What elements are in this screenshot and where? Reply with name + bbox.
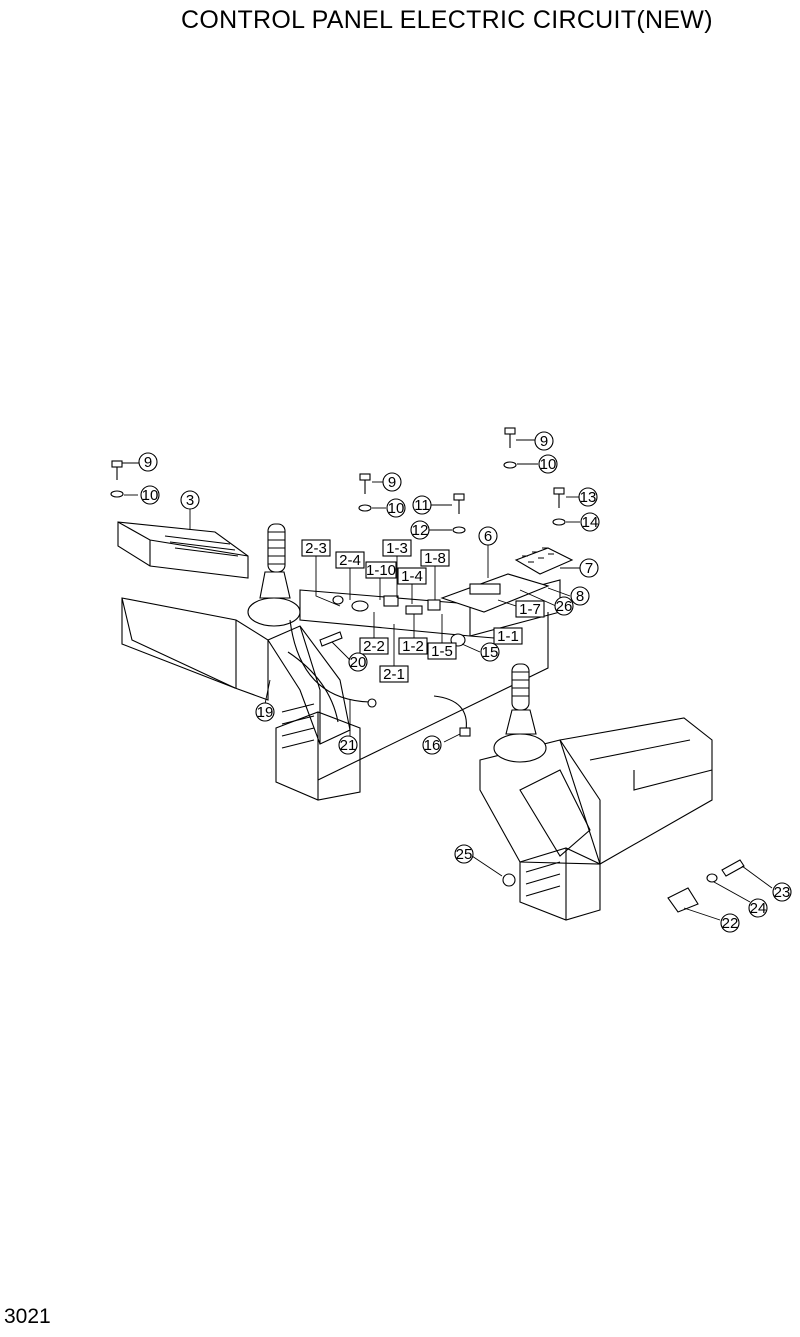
- callout-label: 1-7: [519, 601, 541, 618]
- callout-label: 15: [482, 644, 499, 661]
- callout-label: 1-3: [386, 540, 408, 557]
- callout-label: 25: [456, 846, 473, 863]
- callout-label: 6: [484, 528, 492, 545]
- callout-label: 1-8: [424, 550, 446, 567]
- callout-label: 2-3: [305, 540, 327, 557]
- callout-label: 20: [350, 654, 367, 671]
- callout-label: 3: [186, 492, 194, 509]
- callout-label: 1-5: [431, 643, 453, 660]
- callout-label: 12: [412, 522, 429, 539]
- callout-label: 24: [750, 900, 767, 917]
- callout-label: 9: [388, 474, 396, 491]
- callout-label: 10: [142, 487, 159, 504]
- callout-label: 1-2: [402, 638, 424, 655]
- callout-label: 23: [774, 884, 791, 901]
- callout-label: 10: [540, 456, 557, 473]
- callout-label: 9: [540, 433, 548, 450]
- callout-label: 1-10: [366, 562, 396, 579]
- callout-label: 19: [257, 704, 274, 721]
- page-number: 3021: [4, 1305, 51, 1328]
- callout-label: 7: [585, 560, 593, 577]
- callout-label: 21: [340, 737, 357, 754]
- callout-label: 14: [582, 514, 599, 531]
- callout-label: 13: [580, 489, 597, 506]
- diagram-title: CONTROL PANEL ELECTRIC CIRCUIT(NEW): [181, 6, 713, 34]
- callout-label: 9: [144, 454, 152, 471]
- callout-label: 1-4: [401, 568, 423, 585]
- callout-label: 2-4: [339, 552, 361, 569]
- callout-label: 11: [414, 497, 430, 514]
- panel-components-drawing: [110, 427, 574, 737]
- callout-label: 1-1: [497, 628, 519, 645]
- callout-label: 26: [556, 598, 573, 615]
- callout-label: 2-2: [363, 638, 385, 655]
- callout-labels: 9 10 3 9 10 9 10 11 12 6 13 14: [122, 431, 792, 933]
- callout-label: 22: [722, 915, 739, 932]
- callout-label: 16: [424, 737, 441, 754]
- right-console-drawing: [479, 663, 745, 921]
- callout-label: 2-1: [383, 666, 405, 683]
- callout-label: 8: [576, 588, 584, 605]
- callout-label: 10: [388, 500, 405, 517]
